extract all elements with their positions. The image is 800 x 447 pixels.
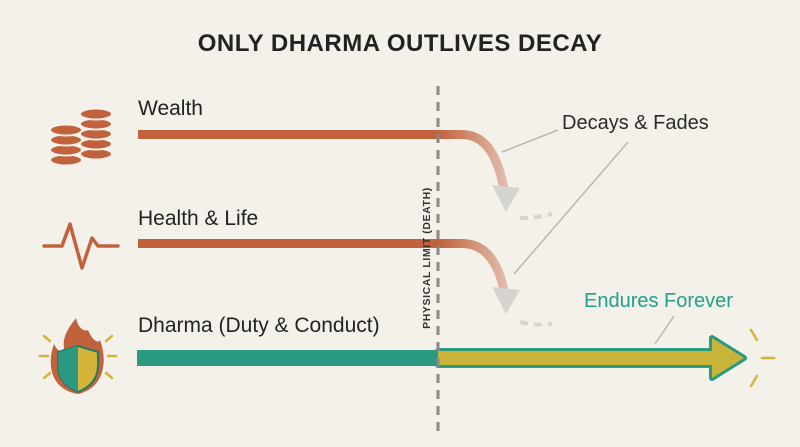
coins-icon: [49, 107, 113, 167]
row-label-dharma: Dharma (Duty & Conduct): [138, 314, 380, 337]
physical-limit-label: PHYSICAL LIMIT (DEATH): [421, 187, 433, 329]
decay-annotation: Decays & Fades: [562, 112, 709, 134]
wealth-decay-arrowhead: [492, 185, 520, 212]
row-label-wealth: Wealth: [138, 97, 203, 120]
health-decay-arrowhead: [492, 287, 520, 314]
page-title: ONLY DHARMA OUTLIVES DECAY: [197, 30, 603, 57]
endure-leader-line: [654, 315, 675, 345]
endure-annotation: Endures Forever: [584, 290, 733, 312]
heartbeat-icon: [42, 222, 120, 270]
flaming-shield-icon: [38, 318, 118, 394]
sparkle-icon: [749, 328, 776, 388]
row-label-health: Health & Life: [138, 207, 259, 230]
decay-leader-lines: [501, 129, 629, 275]
dharma-bar: [137, 335, 747, 381]
health-bar: [138, 239, 553, 327]
wealth-bar: [138, 130, 553, 220]
